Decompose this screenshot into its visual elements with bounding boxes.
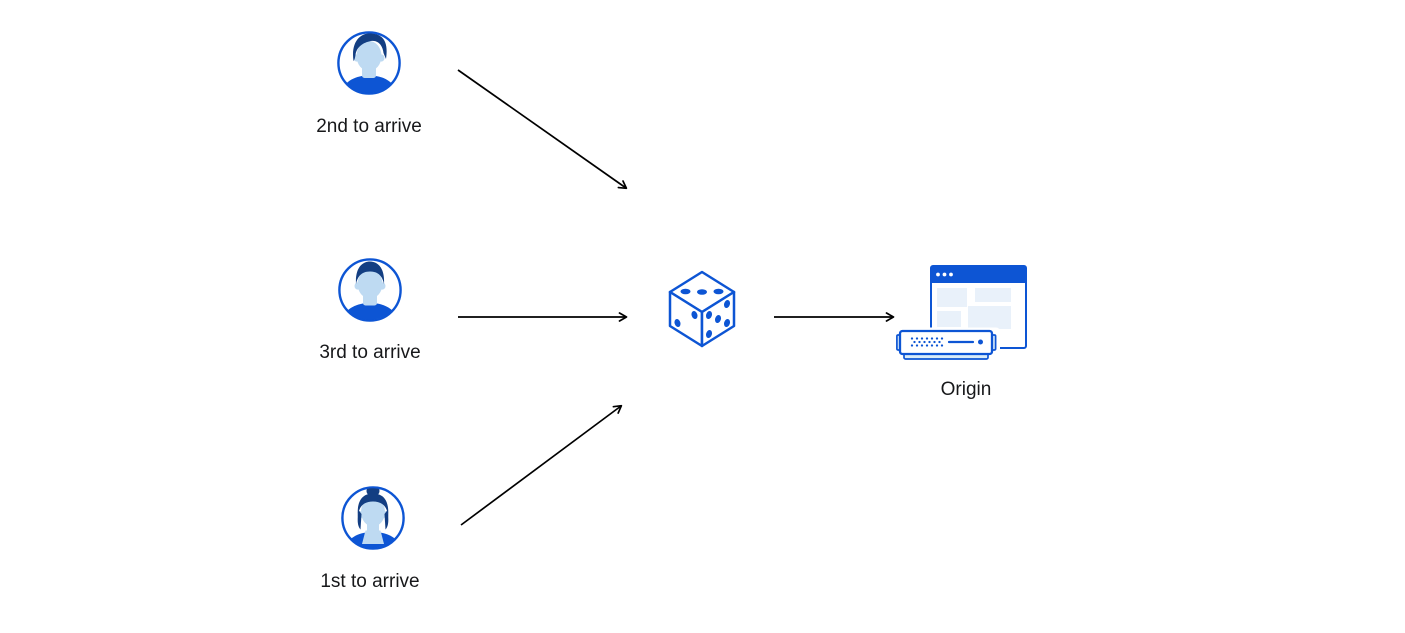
client-label-3rd: 3rd to arrive [319,342,421,363]
origin-server-browser-icon [896,265,1027,360]
avatar-man-short-hair-icon [338,258,402,322]
client-label-1st: 1st to arrive [320,571,420,592]
client-label-2nd: 2nd to arrive [316,116,422,137]
dice-node [668,270,736,350]
client-node-2nd [333,27,405,99]
dice-icon [668,270,736,348]
origin-node [896,261,1028,363]
client-node-3rd [334,254,406,326]
arrow-client1-to-dice [460,404,623,526]
avatar-woman-bun-icon [341,486,405,550]
client-node-1st [337,482,409,554]
avatar-man-swept-hair-icon [337,31,401,95]
origin-label: Origin [940,379,992,400]
arrow-client2-to-dice [457,69,628,190]
